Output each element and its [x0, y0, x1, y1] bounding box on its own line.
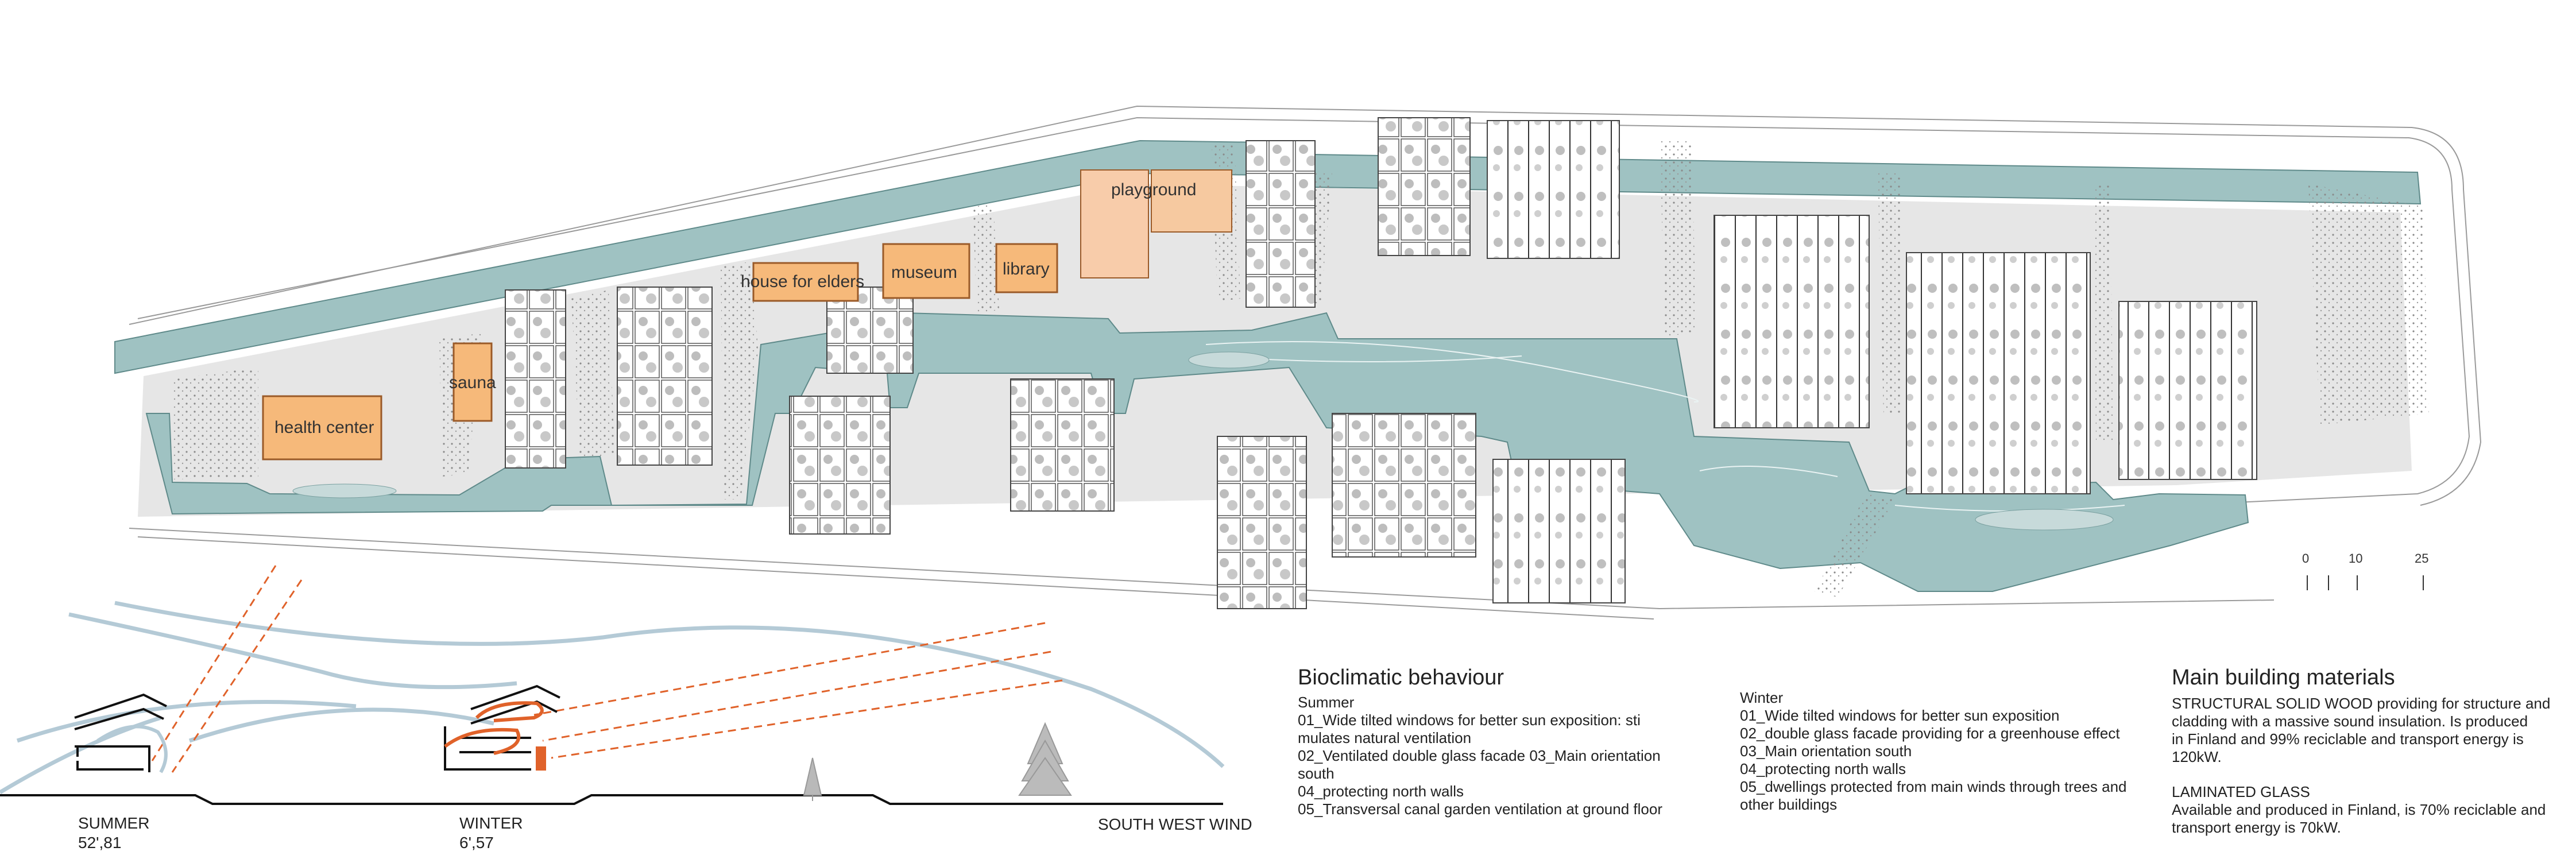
scale-bar: 0 10 25 — [2302, 551, 2428, 590]
residential-blocks — [505, 117, 2257, 609]
scale-tick-25: 25 — [2415, 551, 2428, 566]
tree-icon — [803, 757, 822, 801]
summer-line: 01_Wide tilted windows for better sun ex… — [1298, 711, 1641, 729]
winter-heat-loop-lower — [444, 727, 521, 755]
summer-line: mulates natural ventilation — [1298, 729, 1472, 746]
winter-heat-loop — [475, 701, 544, 722]
winter-sun-rays — [533, 622, 1063, 759]
north-canal — [114, 140, 2422, 374]
winter-label: WINTER — [459, 814, 523, 832]
library-building — [995, 243, 1058, 293]
playground-court — [1151, 169, 1232, 233]
summer-line: south — [1298, 765, 1335, 782]
glass-line: transport energy is 70kW. — [2172, 819, 2341, 836]
winter-line: 05_dwellings protected from main winds t… — [1740, 778, 2127, 795]
large-tree-icon — [1018, 722, 1072, 796]
site-boundary — [129, 105, 2482, 620]
winter-caption: WINTER 6',57 — [459, 814, 523, 853]
summer-label: SUMMER — [78, 814, 150, 832]
wood-line: in Finland and 99% reciclable and transp… — [2172, 730, 2524, 748]
canal-garden — [145, 312, 2249, 592]
bioclimatic-winter-block: Winter 01_Wide tilted windows for better… — [1740, 689, 2176, 814]
materials-title: Main building materials — [2172, 665, 2395, 690]
winter-greenhouse-facade — [536, 746, 546, 771]
bioclimatic-summer-block: Bioclimatic behaviour Summer 01_Wide til… — [1298, 665, 1700, 818]
summer-line: 05_Transversal canal garden ventilation … — [1298, 800, 1662, 818]
water-islands — [292, 351, 2114, 531]
summer-caption: SUMMER 52',81 — [78, 814, 149, 853]
label-library: library — [1003, 260, 1050, 278]
summer-sun-rays — [151, 565, 303, 773]
winter-line: 01_Wide tilted windows for better sun ex… — [1740, 707, 2060, 724]
label-house-for-elders: house for elders — [741, 272, 864, 291]
ground-line — [0, 794, 1223, 805]
winter-line: 03_Main orientation south — [1740, 742, 1912, 760]
house-for-elders-building — [752, 262, 859, 302]
winter-title: Winter — [1740, 689, 1784, 706]
winter-angle: 6',57 — [459, 834, 494, 852]
bioclimatic-title: Bioclimatic behaviour — [1298, 665, 1504, 690]
summer-line: 04_protecting north walls — [1298, 783, 1464, 800]
sauna-building — [452, 342, 493, 422]
wind-caption: SOUTH WEST WIND — [1098, 815, 1252, 834]
health-center-building — [262, 395, 382, 460]
summer-angle: 52',81 — [78, 834, 122, 852]
wood-paragraph: STRUCTURAL SOLID WOOD providing for stru… — [2172, 695, 2576, 766]
label-sauna: sauna — [449, 373, 496, 392]
scale-tick-0: 0 — [2302, 551, 2309, 566]
section-diagram — [0, 565, 1225, 805]
winter-line: 04_protecting north walls — [1740, 760, 1906, 777]
playground-area — [1080, 169, 1149, 278]
glass-title: LAMINATED GLASS — [2172, 783, 2310, 800]
wood-line: 120kW. — [2172, 748, 2222, 765]
label-museum: museum — [891, 263, 957, 282]
label-playground: playground — [1111, 180, 1196, 199]
scale-tick-10: 10 — [2349, 551, 2362, 566]
museum-building — [882, 243, 970, 299]
public-buildings — [262, 169, 1232, 460]
winter-line: 02_double glass facade providing for a g… — [1740, 725, 2120, 742]
wood-line: STRUCTURAL SOLID WOOD providing for stru… — [2172, 695, 2551, 712]
label-health-center: health center — [274, 418, 374, 437]
materials-block: Main building materials STRUCTURAL SOLID… — [2172, 665, 2576, 837]
wind-label: SOUTH WEST WIND — [1098, 815, 1252, 833]
summer-airflow-arrow — [96, 725, 168, 773]
winter-line: other buildings — [1740, 796, 1838, 813]
summer-title: Summer — [1298, 694, 1355, 711]
glass-line: Available and produced in Finland, is 70… — [2172, 801, 2546, 818]
summer-line: 02_Ventilated double glass facade 03_Mai… — [1298, 747, 1661, 764]
summer-house-section — [74, 693, 167, 772]
wood-line: cladding with a massive sound insulation… — [2172, 713, 2528, 730]
wind-flow — [0, 601, 1225, 795]
